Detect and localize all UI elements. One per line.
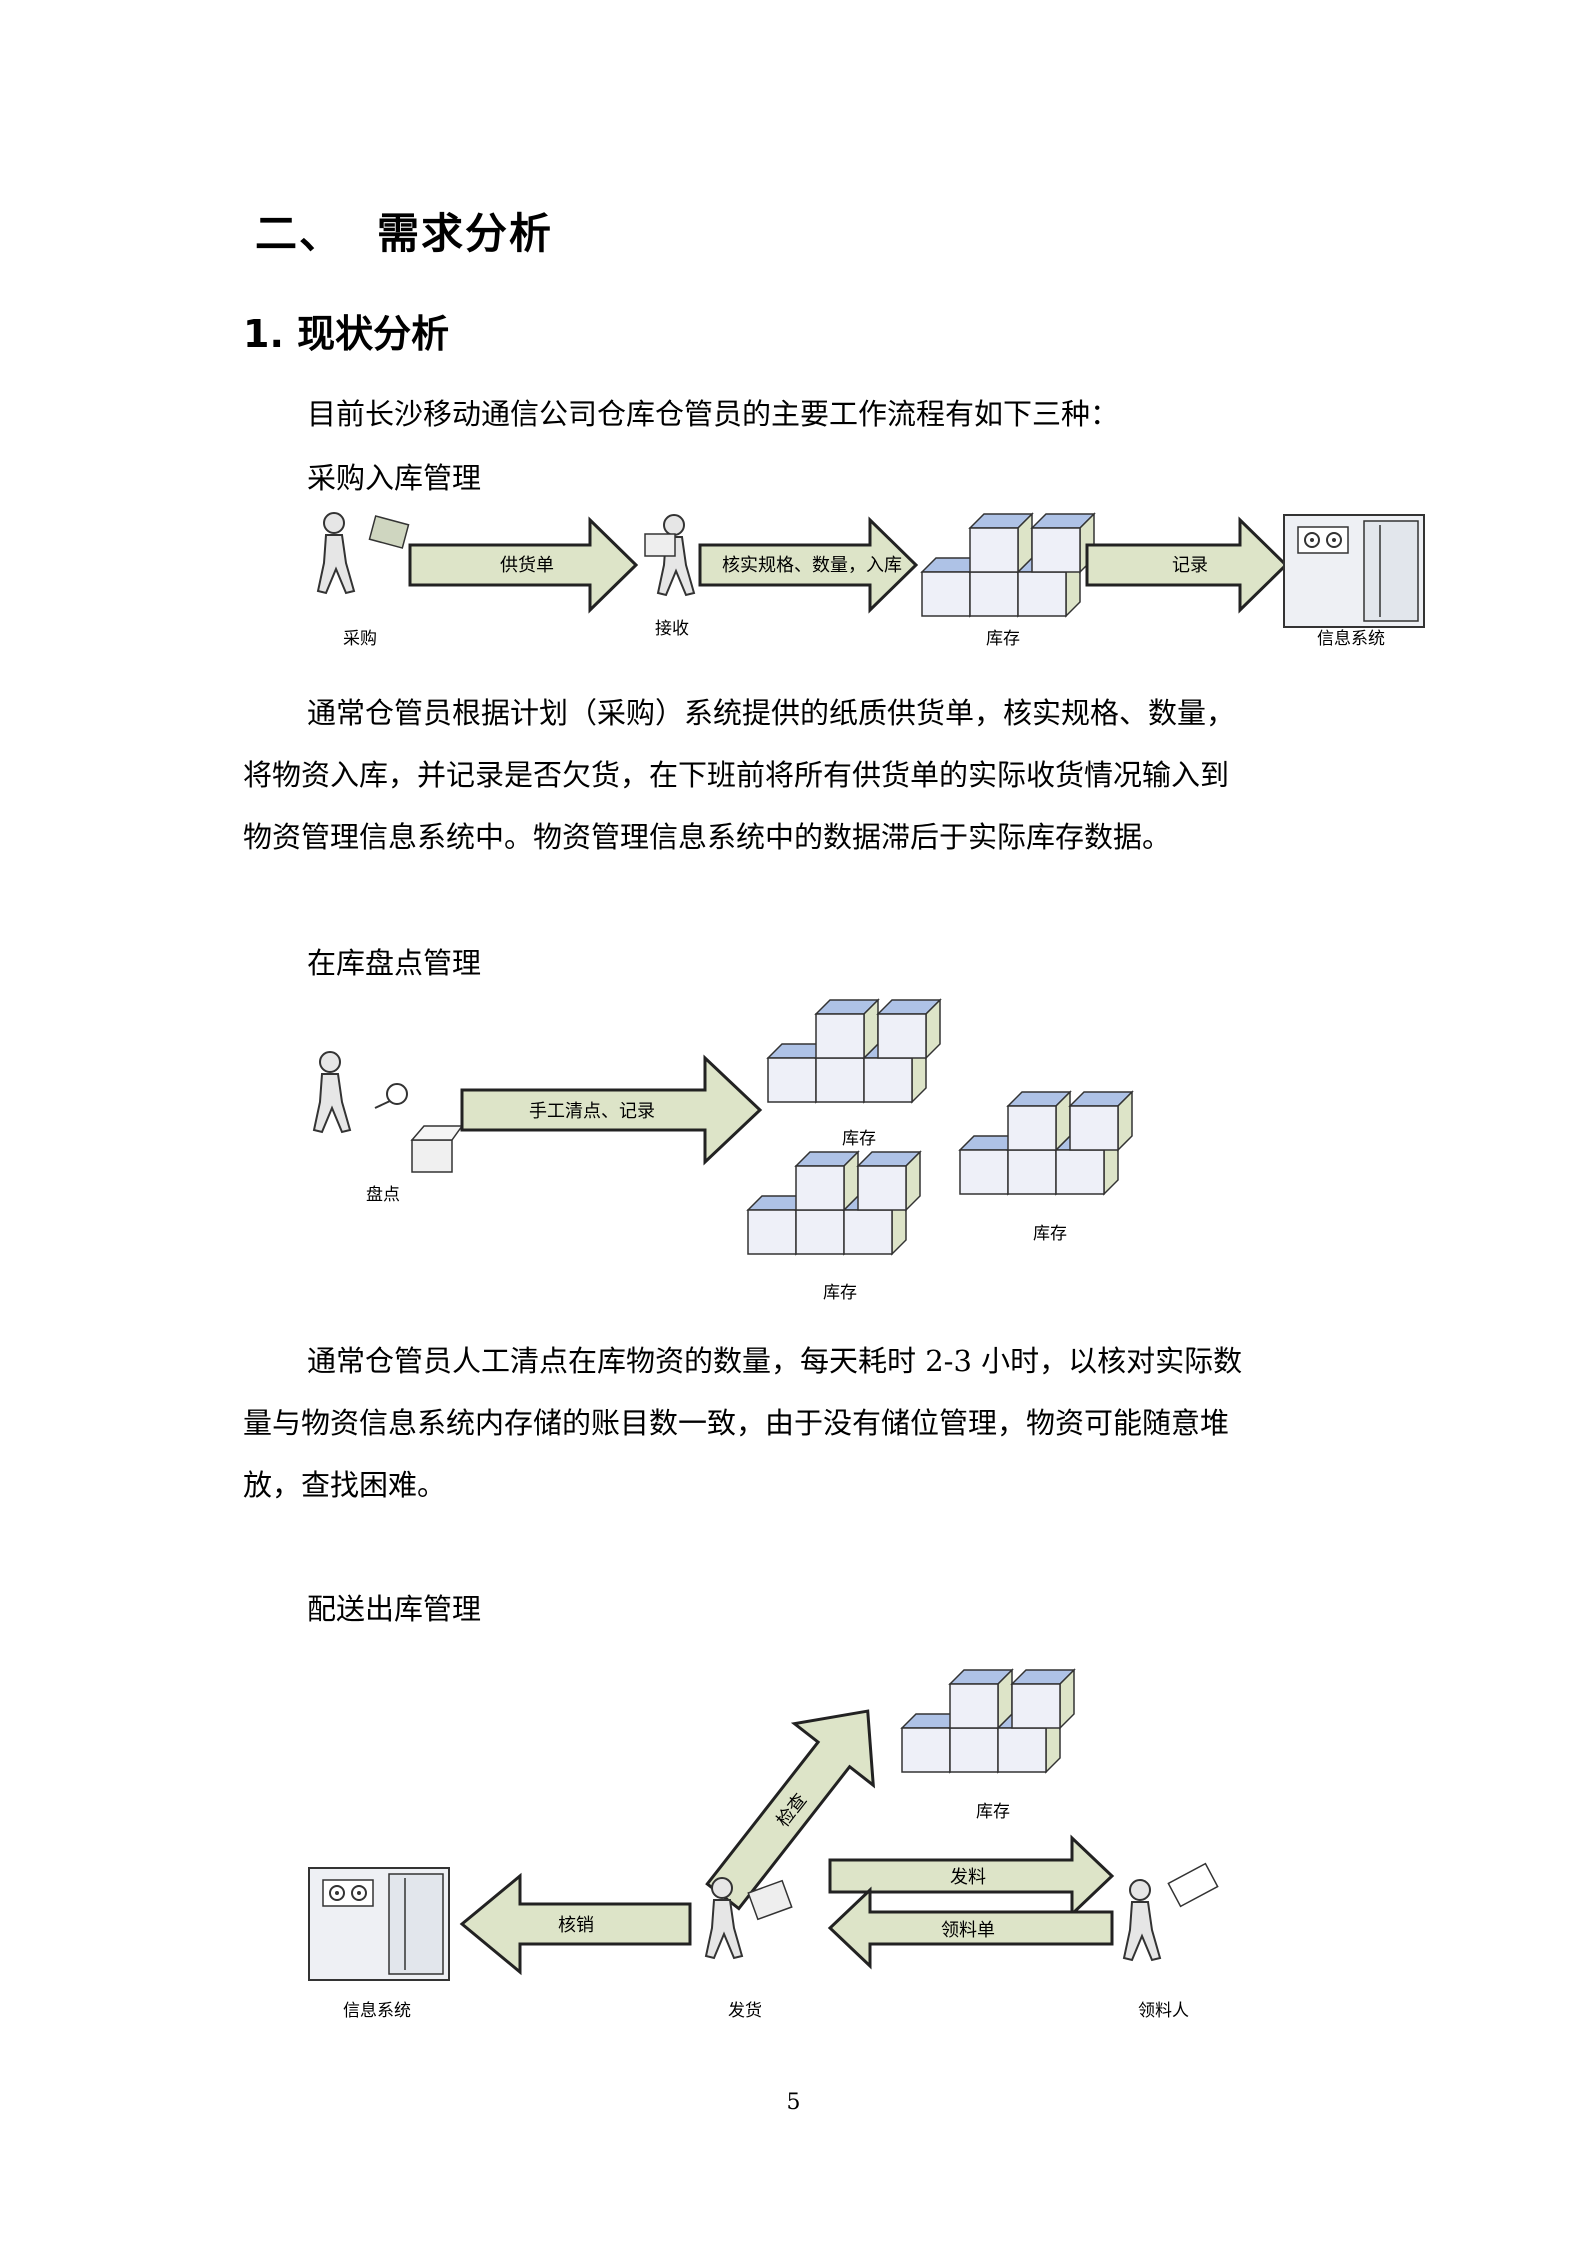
paragraph-2-line-1: 通常仓管员人工清点在库物资的数量，每天耗时 2-3 小时，以核对实际数 [307, 1344, 1243, 1378]
chapter-number: 二、 [255, 209, 344, 258]
section-heading: 1. 现状分析 [243, 312, 450, 356]
paragraph-1-line-1: 通常仓管员根据计划（采购）系统提供的纸质供货单，核实规格、数量， [307, 696, 1236, 730]
receiver-figure [644, 514, 695, 596]
flow2-diagram: 盘点 手工清点、记录 库存 库存 库存 [313, 1000, 1132, 1303]
flow1-label-purchase: 采购 [343, 629, 377, 649]
flow3-issue-label: 发料 [950, 1867, 986, 1888]
shipper-figure [705, 1877, 793, 1959]
flow3-writeoff-label: 核销 [558, 1915, 594, 1936]
flow2-label-stock3: 库存 [823, 1283, 857, 1303]
paragraph-2: 通常仓管员人工清点在库物资的数量，每天耗时 2-3 小时，以核对实际数 量与物资… [243, 1330, 1343, 1516]
flow2-arrow-label: 手工清点、记录 [529, 1101, 655, 1122]
flow3-info-system-icon [308, 1867, 450, 1981]
flow1-info-system-icon [1283, 514, 1425, 628]
paragraph-2-line-2: 量与物资信息系统内存储的账目数一致，由于没有储位管理，物资可能随意堆 [243, 1406, 1230, 1440]
flow1-arrow-supply-order: 供货单 [408, 516, 639, 614]
flow2-label-stock1: 库存 [842, 1129, 876, 1149]
flow3-label-info-system: 信息系统 [343, 2001, 411, 2021]
flow3-arrow-writeoff: 核销 [459, 1872, 692, 1976]
flow3-arrow-requisition: 领料单 [827, 1886, 1114, 1970]
page-number: 5 [786, 2090, 801, 2115]
flow3-diagram: 库存 检查 信息系统 核销 发货 发料 领料单 [308, 1670, 1219, 2021]
flow1-stock-stack [922, 514, 1094, 616]
chapter-title: 需求分析 [377, 209, 554, 258]
counter-figure [313, 1051, 464, 1173]
flow2-stock-stack-2 [960, 1092, 1132, 1194]
flow2-label-stock2: 库存 [1033, 1224, 1067, 1244]
flow2-stock-stack-1 [768, 1000, 940, 1102]
flow1-label-info-system: 信息系统 [1317, 629, 1385, 649]
flow3-label-requester: 领料人 [1138, 2001, 1189, 2021]
flow2-arrow-manual-count: 手工清点、记录 [460, 1054, 763, 1166]
flow2-label-count: 盘点 [366, 1185, 400, 1205]
flow1-arrow-verify: 核实规格、数量，入库 [698, 516, 919, 614]
flow1-title: 采购入库管理 [307, 461, 482, 495]
flow3-stock-stack [902, 1670, 1074, 1772]
requester-figure [1123, 1862, 1219, 1961]
flow2-title: 在库盘点管理 [307, 946, 482, 980]
flow1-label-receive: 接收 [655, 619, 689, 639]
purchaser-figure [317, 512, 410, 594]
flow2-stock-stack-3 [748, 1152, 920, 1254]
paragraph-2-line-3: 放，查找困难。 [243, 1468, 447, 1502]
flow1-arrow-record: 记录 [1085, 516, 1289, 614]
flow3-title: 配送出库管理 [307, 1592, 482, 1626]
flow3-label-ship: 发货 [728, 2001, 762, 2021]
flow1-label-stock: 库存 [986, 629, 1020, 649]
flow3-arrow-issue: 发料 [828, 1834, 1115, 1918]
paragraph-1-line-3: 物资管理信息系统中。物资管理信息系统中的数据滞后于实际库存数据。 [243, 820, 1172, 854]
flow3-label-stock: 库存 [976, 1802, 1010, 1822]
flow1-arrow2-label: 核实规格、数量，入库 [722, 555, 902, 576]
flow1-arrow3-label: 记录 [1172, 555, 1208, 576]
flow1-arrow1-label: 供货单 [500, 555, 554, 576]
paragraph-1: 通常仓管员根据计划（采购）系统提供的纸质供货单，核实规格、数量， 将物资入库，并… [243, 682, 1343, 868]
paragraph-1-line-2: 将物资入库，并记录是否欠货，在下班前将所有供货单的实际收货情况输入到 [243, 758, 1230, 792]
intro-text: 目前长沙移动通信公司仓库仓管员的主要工作流程有如下三种： [307, 397, 1120, 431]
flow1-diagram: 采购 供货单 接收 核实规格、数量，入库 库存 记录 信息系统 [317, 512, 1425, 649]
chapter-heading: 二、需求分析 [255, 200, 553, 261]
flow3-arrow-check: 检查 [705, 1709, 876, 1911]
flow3-requisition-label: 领料单 [941, 1920, 995, 1941]
